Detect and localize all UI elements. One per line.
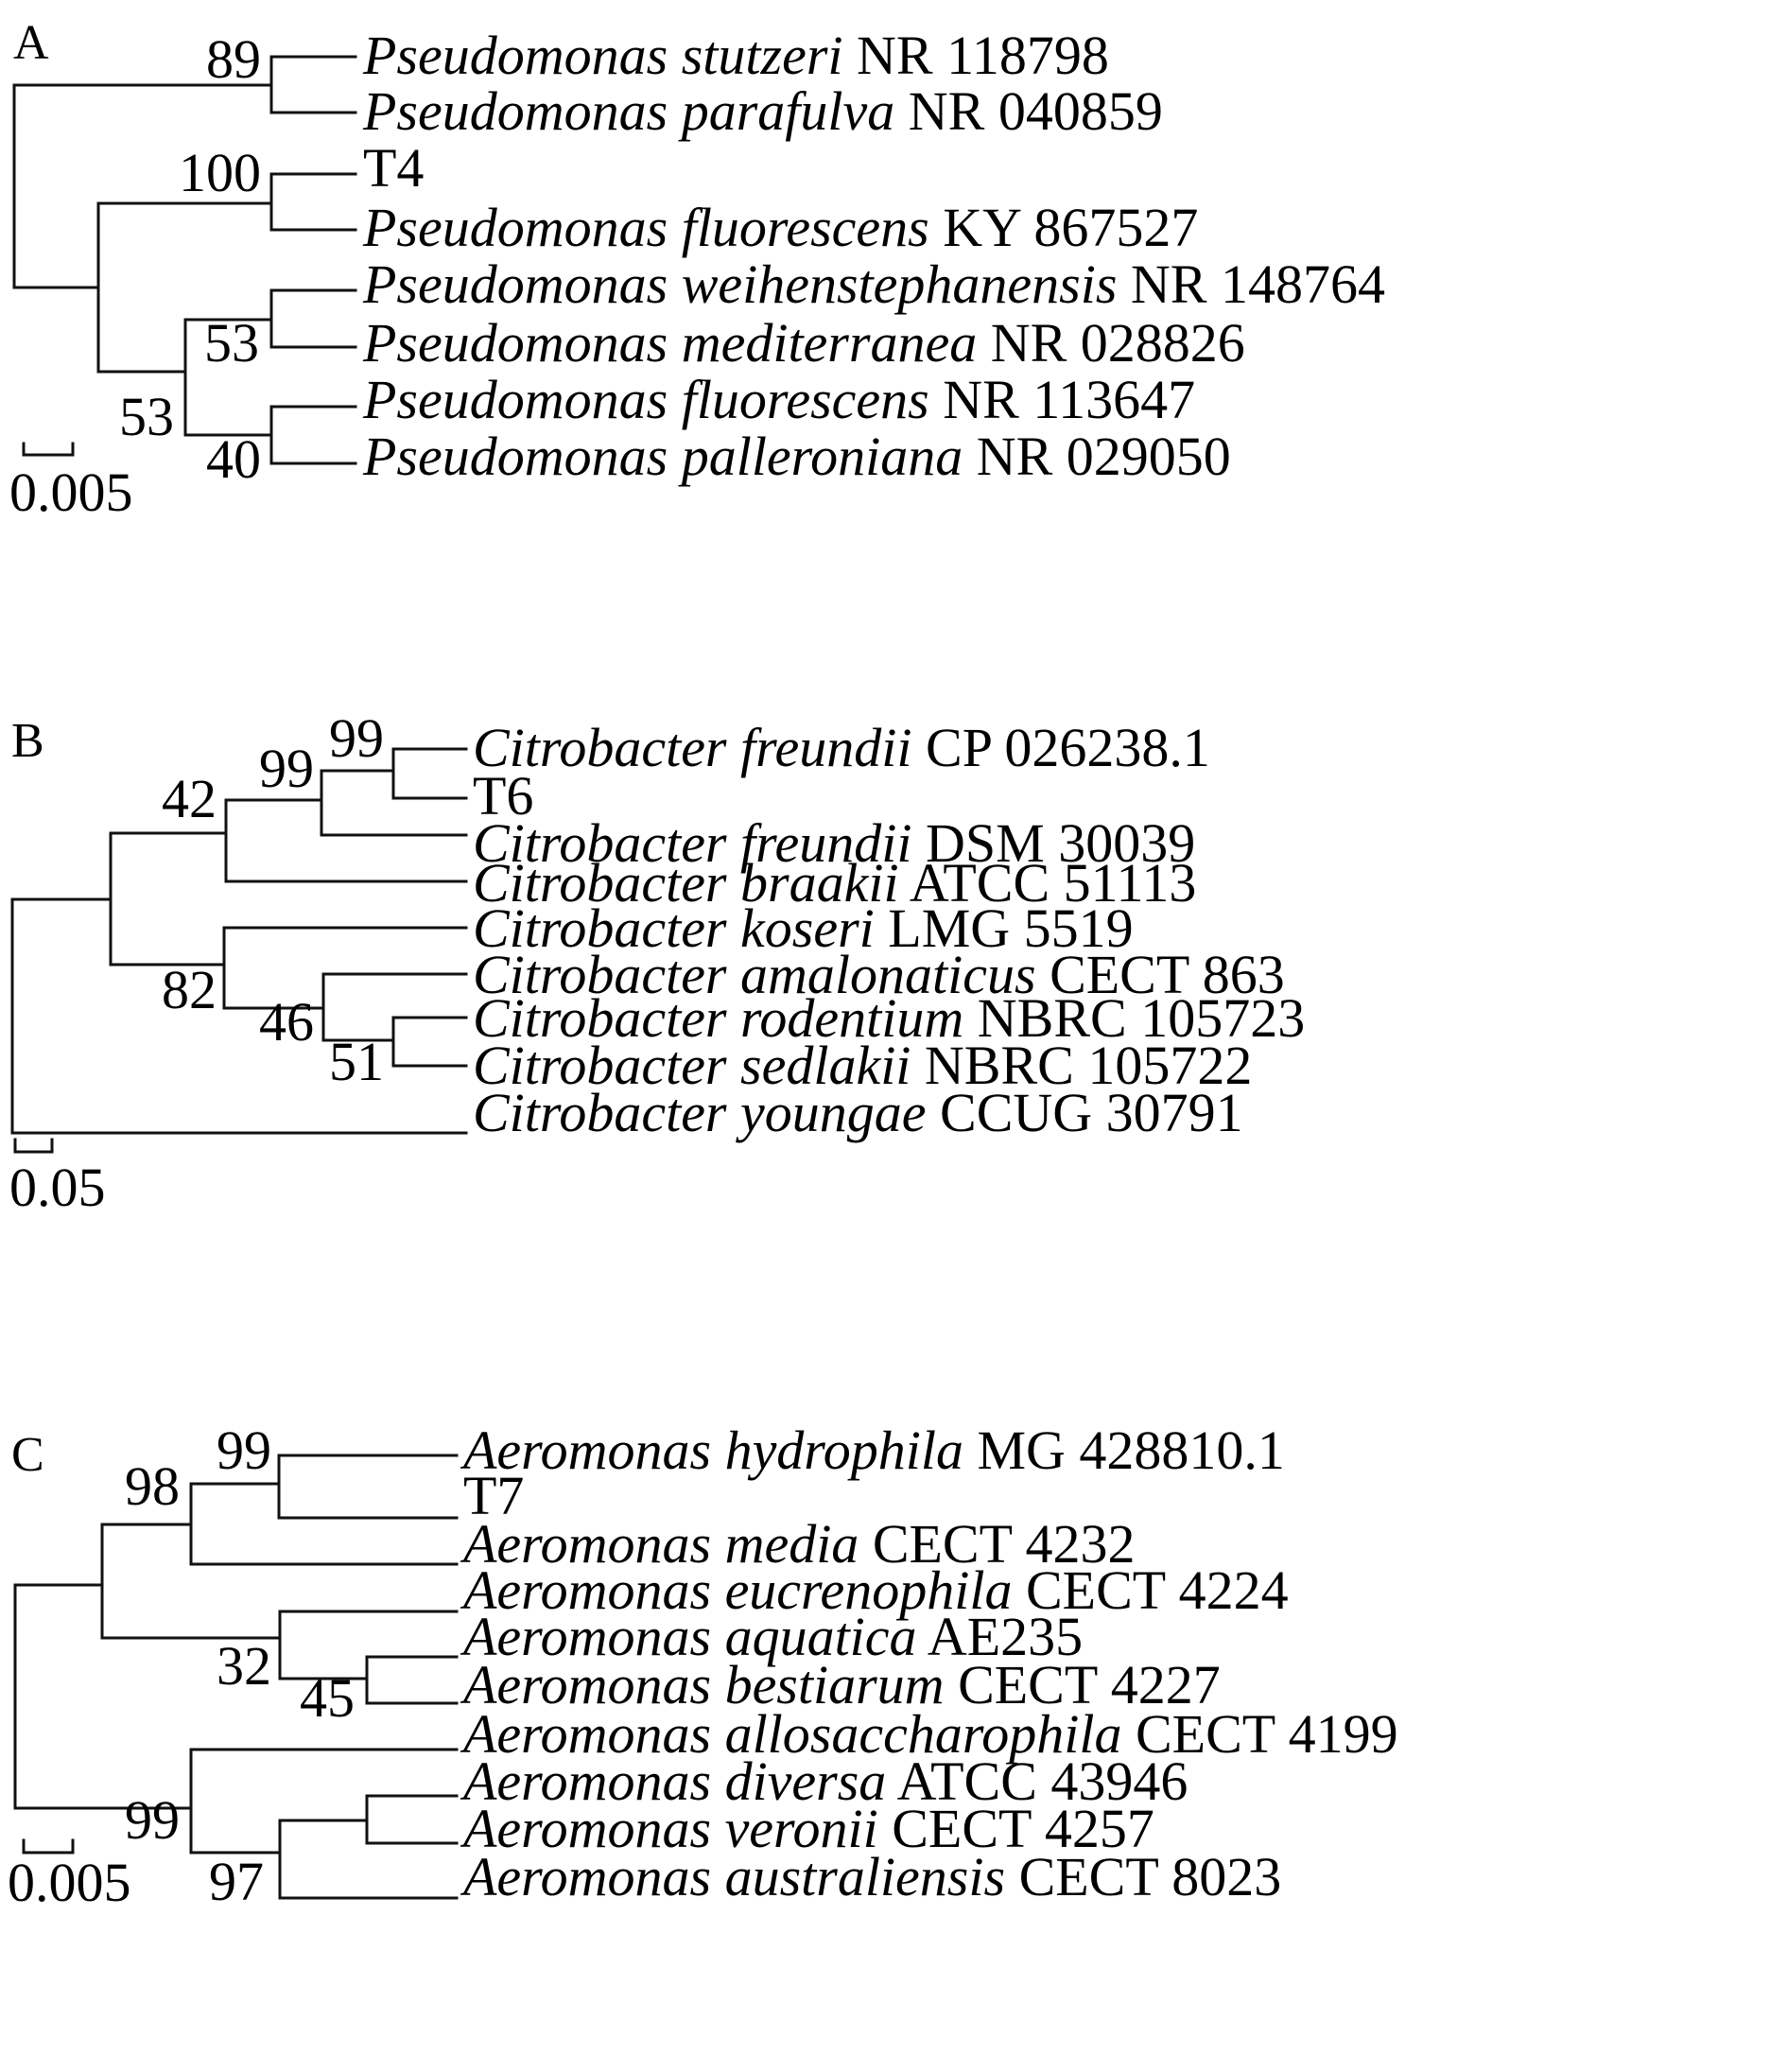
bootstrap-value: 97 bbox=[209, 1851, 264, 1912]
panel-label-b: B bbox=[11, 714, 44, 768]
bootstrap-value: 98 bbox=[125, 1455, 180, 1517]
taxon-label: Aeromonas australiensis CECT 8023 bbox=[460, 1846, 1281, 1907]
bootstrap-value: 51 bbox=[329, 1031, 384, 1092]
bootstrap-value: 99 bbox=[125, 1789, 180, 1851]
taxon-label: Aeromonas aquatica AE235 bbox=[460, 1606, 1083, 1667]
taxon-label: Pseudomonas fluorescens KY 867527 bbox=[362, 197, 1198, 258]
bootstrap-value: 53 bbox=[204, 312, 259, 374]
bootstrap-value: 99 bbox=[259, 738, 314, 799]
scale-bar-line bbox=[13, 1138, 54, 1154]
taxon-label: Aeromonas eucrenophila CECT 4224 bbox=[460, 1559, 1289, 1621]
leaf-labels-c: Aeromonas hydrophila MG 428810.1 T7 Aero… bbox=[460, 1419, 1398, 1907]
bootstrap-value: 32 bbox=[217, 1635, 271, 1697]
taxon-label: Citrobacter koseri LMG 5519 bbox=[473, 897, 1134, 959]
panel-c: C bbox=[8, 1419, 1398, 1913]
taxon-label: Aeromonas allosaccharophila CECT 4199 bbox=[460, 1703, 1398, 1765]
bootstrap-value: 100 bbox=[179, 142, 261, 203]
taxon-label: Aeromonas media CECT 4232 bbox=[460, 1513, 1136, 1575]
scale-bar-label: 0.005 bbox=[9, 461, 133, 523]
tree-branches-a bbox=[12, 55, 357, 465]
taxon-label: Citrobacter braakii ATCC 51113 bbox=[473, 852, 1196, 914]
scale-bar-label: 0.005 bbox=[8, 1852, 131, 1913]
leaf-labels-b: Citrobacter freundii CP 026238.1 T6 Citr… bbox=[473, 717, 1305, 1143]
taxon-label: Citrobacter rodentium NBRC 105723 bbox=[473, 987, 1305, 1049]
taxon-label: Pseudomonas parafulva NR 040859 bbox=[362, 80, 1163, 142]
scale-bar-line bbox=[22, 442, 75, 457]
bootstrap-value: 82 bbox=[162, 959, 217, 1020]
panel-a: A bbox=[9, 16, 1385, 523]
taxon-label: Pseudomonas palleroniana NR 029050 bbox=[362, 426, 1231, 487]
taxon-label: Citrobacter sedlakii NBRC 105722 bbox=[473, 1035, 1252, 1096]
scale-bar-label: 0.05 bbox=[9, 1157, 106, 1218]
tree-branches-b bbox=[10, 747, 468, 1135]
taxon-label: Aeromonas bestiarum CECT 4227 bbox=[460, 1654, 1221, 1715]
bootstrap-value: 46 bbox=[259, 991, 314, 1053]
scale-bar-b: 0.05 bbox=[9, 1138, 106, 1218]
taxon-label: Pseudomonas stutzeri NR 118798 bbox=[362, 25, 1109, 86]
bootstrap-value: 53 bbox=[119, 386, 174, 447]
taxon-label: Citrobacter freundii DSM 30039 bbox=[473, 812, 1195, 874]
scale-bar-a: 0.005 bbox=[9, 442, 133, 523]
taxon-label: Aeromonas hydrophila MG 428810.1 bbox=[460, 1419, 1285, 1481]
tree-branches-c bbox=[13, 1454, 459, 1900]
taxon-label: Pseudomonas weihenstephanensis NR 148764 bbox=[362, 253, 1385, 315]
bootstrap-values-c: 99 98 32 45 99 97 bbox=[125, 1419, 355, 1912]
taxon-label: Citrobacter youngae CCUG 30791 bbox=[473, 1082, 1243, 1143]
taxon-label: Pseudomonas mediterranea NR 028826 bbox=[362, 312, 1245, 374]
taxon-label-query: T7 bbox=[463, 1465, 524, 1526]
scale-bar-c: 0.005 bbox=[8, 1838, 131, 1913]
bootstrap-value: 42 bbox=[162, 768, 217, 829]
leaf-labels-a: Pseudomonas stutzeri NR 118798 Pseudomon… bbox=[362, 25, 1385, 487]
bootstrap-value: 99 bbox=[217, 1419, 271, 1481]
taxon-label: Aeromonas veronii CECT 4257 bbox=[460, 1798, 1154, 1859]
bootstrap-value: 99 bbox=[329, 707, 384, 769]
taxon-label: Aeromonas diversa ATCC 43946 bbox=[460, 1750, 1188, 1812]
bootstrap-value: 89 bbox=[206, 28, 261, 90]
panel-label-c: C bbox=[11, 1428, 44, 1482]
bootstrap-value: 40 bbox=[206, 428, 261, 490]
bootstrap-values-a: 89 100 53 53 40 bbox=[119, 28, 261, 490]
panel-label-a: A bbox=[13, 16, 49, 70]
taxon-label: Pseudomonas fluorescens NR 113647 bbox=[362, 369, 1195, 430]
bootstrap-value: 45 bbox=[300, 1667, 355, 1729]
taxon-label: Citrobacter amalonaticus CECT 863 bbox=[473, 944, 1285, 1005]
taxon-label-query: T4 bbox=[363, 137, 424, 199]
taxon-label-query: T6 bbox=[473, 765, 533, 827]
taxon-label: Citrobacter freundii CP 026238.1 bbox=[473, 717, 1210, 778]
bootstrap-values-b: 99 99 42 82 46 51 bbox=[162, 707, 384, 1092]
panel-b: B bbox=[9, 707, 1305, 1218]
scale-bar-line bbox=[22, 1838, 75, 1854]
